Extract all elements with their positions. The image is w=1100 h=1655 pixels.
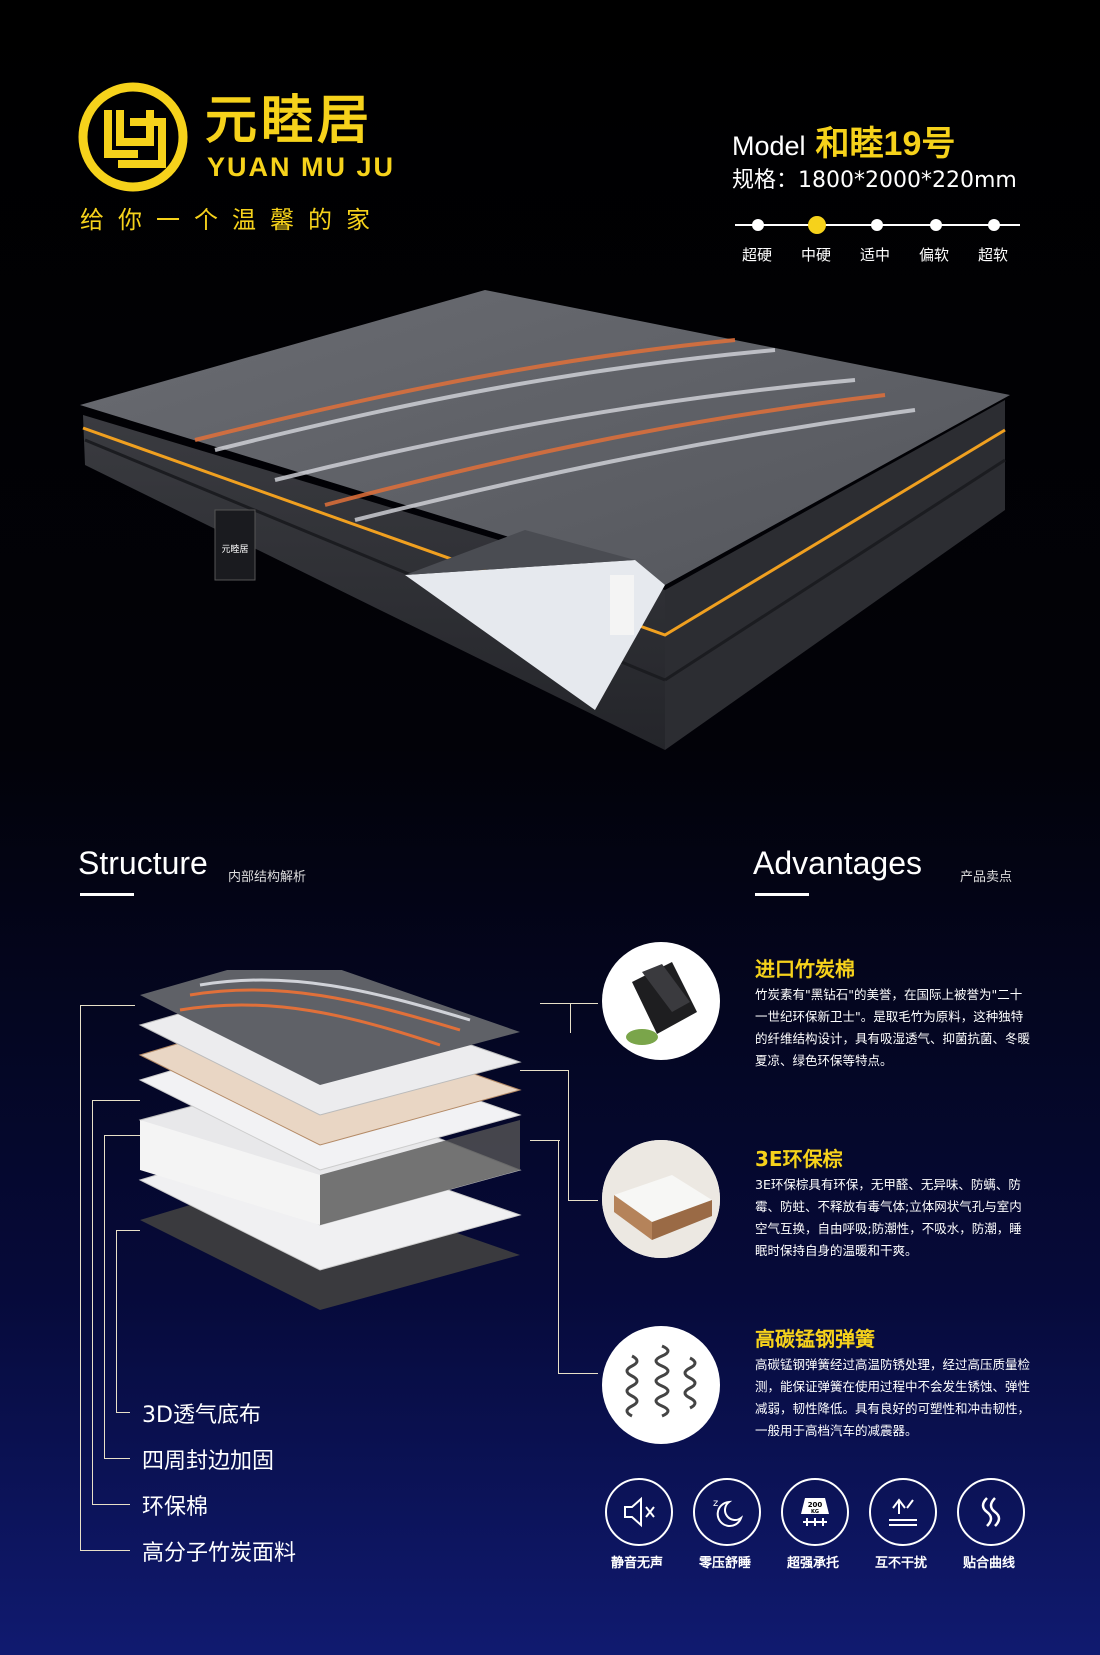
- connector-line: [104, 1135, 105, 1458]
- feature-label: 静音无声: [610, 1556, 663, 1571]
- connector-line: [80, 1005, 135, 1006]
- sleep-moon-icon: z: [693, 1478, 761, 1546]
- connector-line: [116, 1412, 130, 1413]
- firmness-dot: [988, 219, 1000, 231]
- mattress-tag-text: 元睦居: [221, 543, 248, 555]
- firmness-dot: [871, 219, 883, 231]
- advantage-desc: 高碳锰钢弹簧经过高温防锈处理，经过高压质量检测，能保证弹簧在使用过程中不会发生锈…: [755, 1357, 1031, 1438]
- weight-unit: KG: [811, 1509, 819, 1515]
- connector-line: [558, 1373, 598, 1374]
- model-label: Model: [732, 131, 806, 161]
- connector-line: [520, 1070, 568, 1071]
- advantage-title: 3E环保棕: [755, 1147, 843, 1171]
- curve-fit-icon: [957, 1478, 1025, 1546]
- connector-line: [80, 1005, 81, 1550]
- brand-slogan: 给你一个温馨的家: [80, 206, 384, 234]
- connector-line: [568, 1070, 569, 1200]
- brand-name-en: YUAN MU JU: [207, 152, 396, 182]
- mattress-image: 元睦居: [75, 290, 1035, 770]
- connector-line: [116, 1230, 117, 1412]
- logo-emblem-icon: [78, 82, 188, 192]
- advantage-title: 进口竹炭棉: [755, 957, 855, 981]
- product-spec: 规格：1800*2000*220mm: [732, 168, 1017, 193]
- advantage-desc: 竹炭素有"黑钻石"的美誉，在国际上被誉为"二十一世纪环保新卫士"。是取毛竹为原料…: [755, 987, 1031, 1068]
- svg-text:z: z: [713, 1498, 718, 1509]
- connector-line: [92, 1504, 130, 1505]
- layer-label: 四周封边加固: [142, 1449, 275, 1474]
- connector-line: [104, 1135, 140, 1136]
- firmness-label: 超硬: [742, 246, 773, 264]
- structure-exploded-diagram: [130, 952, 530, 1350]
- feature-label: 互不干扰: [874, 1556, 927, 1571]
- structure-subtitle: 内部结构解析: [228, 870, 307, 885]
- connector-line: [570, 1003, 598, 1004]
- feature-label: 贴合曲线: [962, 1556, 1015, 1571]
- connector-line: [570, 1003, 571, 1033]
- firmness-dot: [930, 219, 942, 231]
- connector-line: [92, 1100, 140, 1101]
- bamboo-charcoal-image: [602, 942, 720, 1060]
- firmness-label: 适中: [860, 246, 891, 264]
- weight-badge: 200: [808, 1501, 823, 1509]
- advantages-subtitle: 产品卖点: [960, 870, 1013, 885]
- advantage-desc: 3E环保棕具有环保，无甲醛、无异味、防螨、防霉、防蛀、不释放有毒气体;立体网状气…: [755, 1177, 1022, 1258]
- no-disturb-icon: [869, 1478, 937, 1546]
- mute-speaker-icon: [605, 1478, 673, 1546]
- model-line: Model 和睦19号: [732, 116, 955, 165]
- coir-palm-image: [602, 1140, 720, 1258]
- advantages-title: Advantages: [753, 845, 923, 881]
- connector-line: [116, 1230, 140, 1231]
- connector-line: [80, 1550, 130, 1551]
- advantage-title: 高碳锰钢弹簧: [755, 1327, 875, 1351]
- connector-line: [568, 1200, 598, 1201]
- connector-line: [558, 1140, 559, 1373]
- brand-name-cn: 元睦居: [205, 91, 374, 151]
- steel-spring-image: [602, 1326, 720, 1444]
- layer-label: 环保棉: [142, 1495, 209, 1520]
- connector-line: [104, 1458, 130, 1459]
- firmness-dot: [752, 219, 764, 231]
- firmness-dot-active: [808, 216, 826, 234]
- feature-label: 超强承托: [786, 1556, 839, 1571]
- firmness-label: 偏软: [919, 246, 950, 264]
- connector-line: [530, 1140, 560, 1141]
- layer-label: 高分子竹炭面料: [142, 1541, 297, 1566]
- connector-line: [92, 1100, 93, 1504]
- advantages-underline: [755, 893, 809, 896]
- firmness-label: 超软: [978, 246, 1009, 264]
- feature-label: 零压舒睡: [698, 1556, 751, 1571]
- structure-underline: [80, 893, 134, 896]
- brand-logo: [78, 82, 188, 192]
- connector-line: [540, 1003, 570, 1004]
- model-name: 和睦19号: [815, 125, 956, 163]
- structure-title: Structure: [78, 845, 208, 881]
- firmness-label: 中硬: [801, 246, 832, 264]
- layer-label: 3D透气底布: [142, 1403, 261, 1428]
